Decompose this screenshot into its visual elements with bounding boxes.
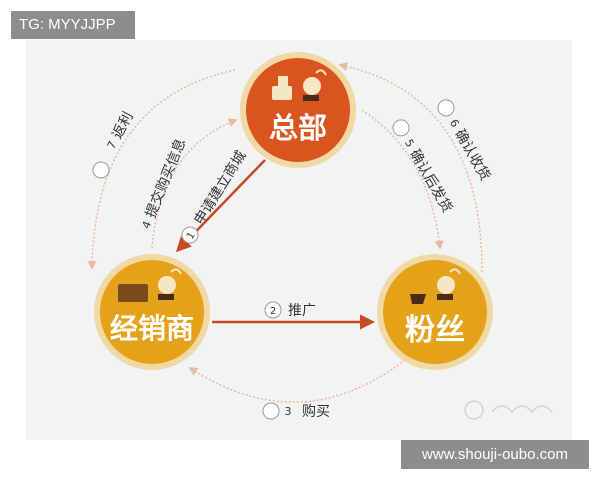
edge-number: 5 — [402, 137, 417, 150]
mascot-icon — [410, 268, 461, 304]
edge-text: 推广 — [288, 303, 316, 319]
edge-label-receive: 6 确认收货 — [437, 99, 494, 183]
top-left-tag: TG: MYYJJPP — [11, 11, 135, 39]
arc-receive — [338, 62, 483, 273]
node-dealer: 经销商 — [94, 254, 210, 370]
arc-submit — [151, 118, 238, 249]
node-hq: 总部 — [240, 52, 356, 168]
edge-text: 购买 — [302, 404, 330, 420]
mascot-icon — [118, 268, 182, 302]
site-url-banner[interactable]: www.shouji-oubo.com — [401, 440, 589, 469]
edge-number: 3 — [285, 405, 292, 418]
mascot-icon — [272, 69, 327, 101]
node-dealer-label: 经销商 — [110, 312, 194, 345]
edge-number: 4 — [139, 219, 154, 230]
edge-text: 提交购买信息 — [142, 136, 189, 220]
edge-label-promote: 2 推广 — [264, 301, 316, 319]
edge-label-submit: 4 提交购买信息 — [139, 136, 189, 231]
node-fans: 粉丝 — [377, 254, 493, 370]
edge-label-ship: 5 确认后发货 — [392, 119, 456, 216]
edge-text: 申请建立商城 — [191, 148, 249, 228]
edge-label-rebate: 7 返利 — [92, 109, 137, 179]
edge-number: 2 — [270, 306, 276, 317]
edge-label-apply: 1 申请建立商城 — [181, 148, 250, 244]
edge-number: 1 — [185, 230, 198, 241]
watermark-logo — [464, 400, 553, 420]
edge-label-buy: 3 购买 — [262, 402, 330, 420]
node-fans-label: 粉丝 — [405, 313, 465, 348]
edge-text: 确认收货 — [451, 126, 494, 183]
arc-buy — [188, 359, 406, 403]
edge-number: 6 — [447, 117, 462, 130]
edge-text: 返利 — [109, 109, 136, 141]
node-hq-label: 总部 — [269, 111, 327, 145]
edge-number: 7 — [105, 139, 120, 151]
